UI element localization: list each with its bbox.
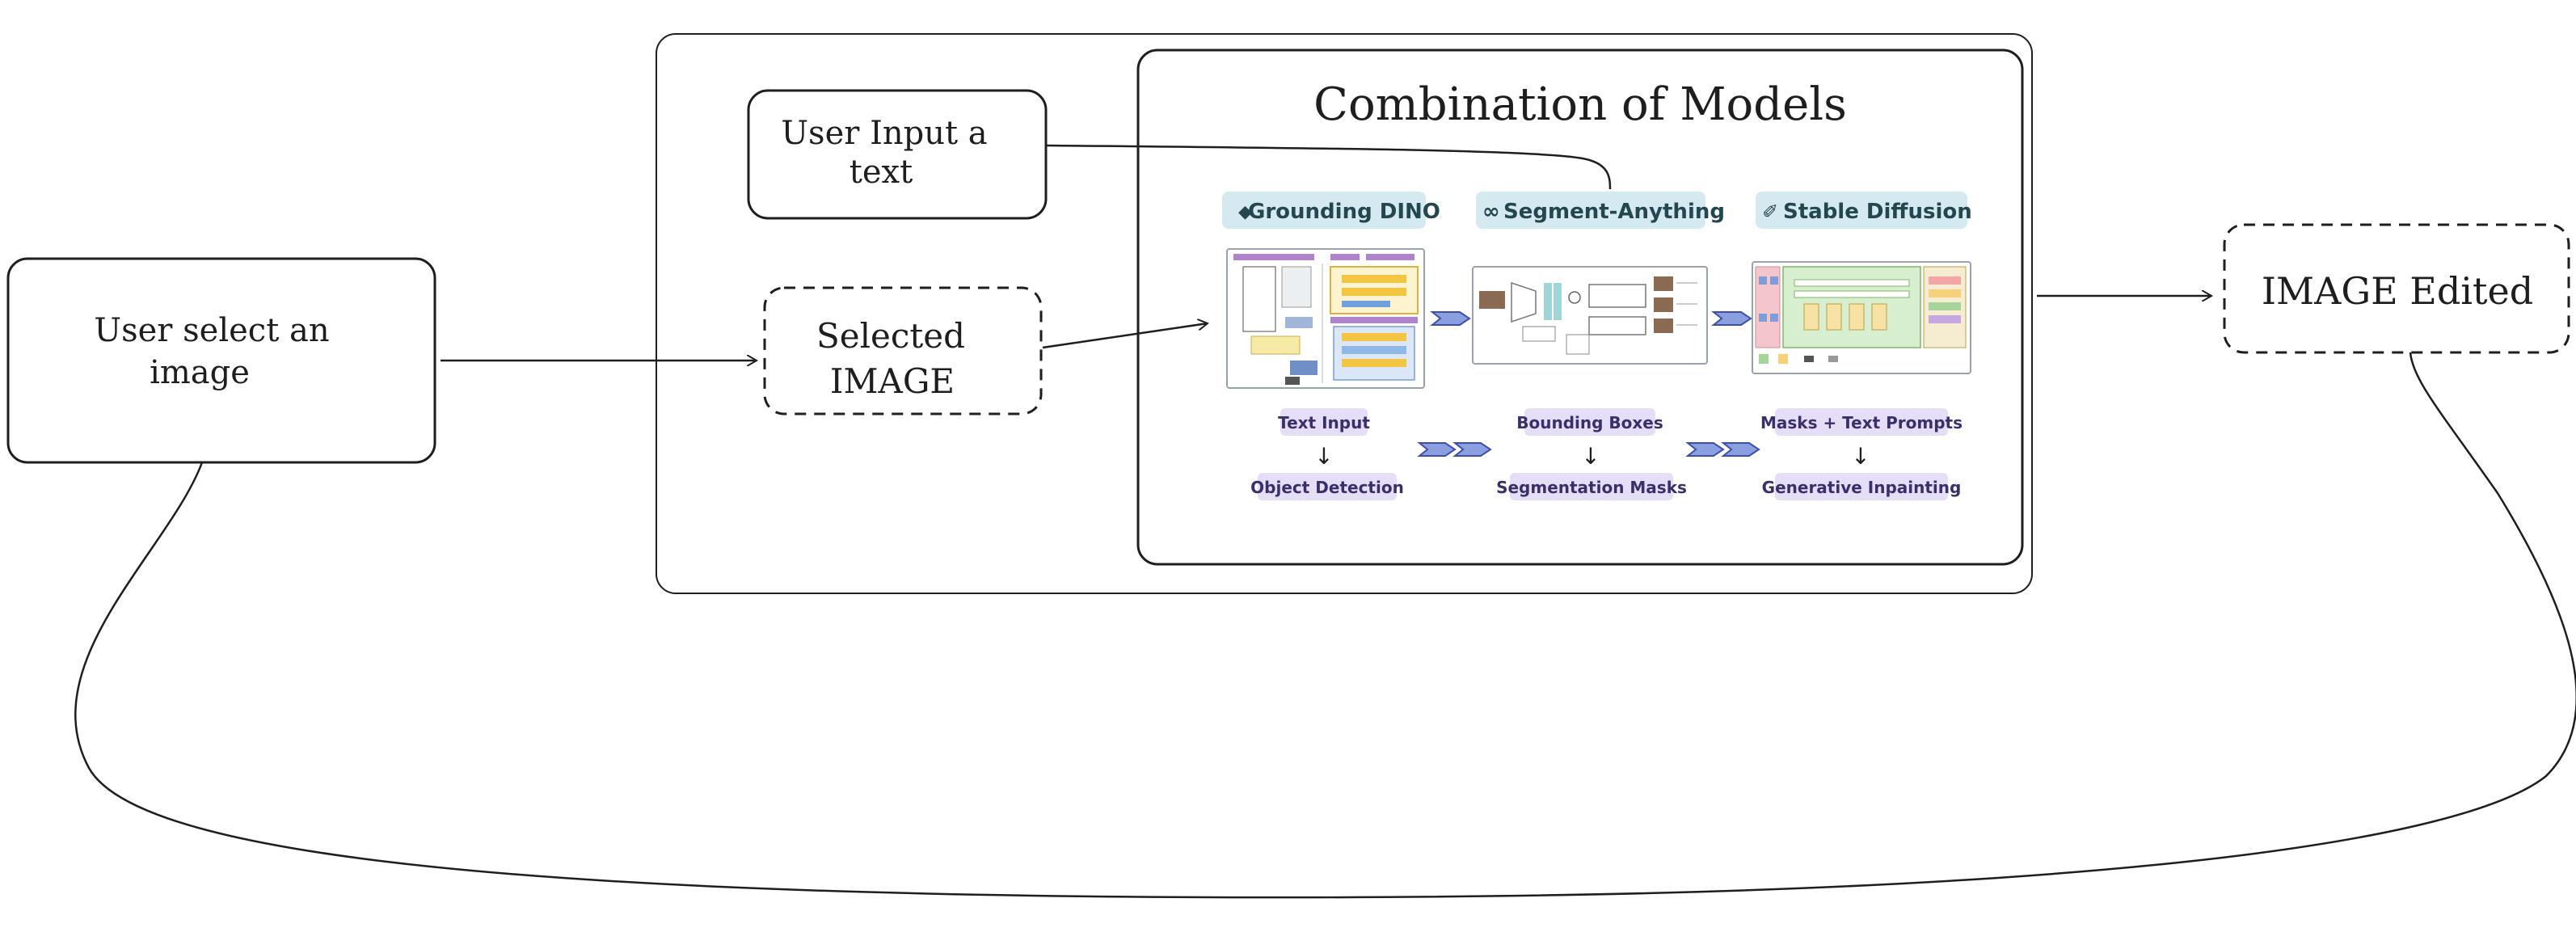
stable-diffusion-architecture-thumbnail <box>1752 261 1971 374</box>
double-chevron-icon <box>1685 442 1760 457</box>
model-pill-segment-anything: ∞ Segment-Anything <box>1476 192 1725 229</box>
infinity-icon: ∞ <box>1482 200 1500 224</box>
model-pill-stable-diffusion: ✐ Stable Diffusion <box>1756 192 1972 229</box>
svg-text:Segmentation Masks: Segmentation Masks <box>1496 478 1687 497</box>
selected-image-node <box>763 286 1043 415</box>
svg-text:Masks + Text Prompts: Masks + Text Prompts <box>1760 413 1963 432</box>
arrow-selected-to-models <box>1042 323 1208 349</box>
line-input-to-models <box>1045 144 1612 190</box>
double-chevron-icon <box>1417 442 1492 457</box>
down-arrow-icon: ↓ <box>1314 443 1333 470</box>
user-select-node <box>6 257 436 464</box>
svg-text:Bounding Boxes: Bounding Boxes <box>1516 413 1663 432</box>
user-input-node <box>747 89 1048 220</box>
chevron-arrow-icon <box>1430 311 1471 326</box>
step-pill-masks-text-prompts: Masks + Text Prompts <box>1760 408 1963 436</box>
selected-image-label-line1: Selected <box>816 316 965 356</box>
model-label-stable-diffusion: Stable Diffusion <box>1783 200 1972 224</box>
model-pill-grounding-dino: ◆ Grounding DINO <box>1222 192 1440 229</box>
image-edited-label: IMAGE Edited <box>2262 269 2533 313</box>
step-pill-object-detection: Object Detection <box>1250 473 1404 500</box>
down-arrow-icon: ↓ <box>1581 443 1600 470</box>
model-label-grounding-dino: Grounding DINO <box>1248 200 1440 224</box>
chevron-arrow-icon <box>1711 311 1752 326</box>
user-input-label-line1: User Input a <box>781 115 987 152</box>
step-pill-text-input: Text Input <box>1278 408 1370 436</box>
outer-container <box>656 33 2033 594</box>
step-pill-generative-inpainting: Generative Inpainting <box>1762 473 1962 500</box>
svg-text:Generative Inpainting: Generative Inpainting <box>1762 478 1962 497</box>
step-pill-segmentation-masks: Segmentation Masks <box>1496 473 1687 500</box>
user-select-label-line1: User select an <box>94 312 329 349</box>
user-select-label-line2: image <box>150 354 250 391</box>
grounding-dino-architecture-thumbnail <box>1226 248 1425 389</box>
combination-title: Combination of Models <box>1313 78 1847 131</box>
brush-icon: ✐ <box>1762 200 1778 223</box>
image-edited-node <box>2223 223 2570 354</box>
svg-text:Text Input: Text Input <box>1278 413 1370 432</box>
selected-image-label-line2: IMAGE <box>830 361 955 401</box>
feedback-loop-line <box>74 352 2576 899</box>
segment-anything-architecture-thumbnail <box>1472 266 1708 365</box>
user-input-label-line2: text <box>850 154 913 191</box>
diamond-icon: ◆ <box>1238 202 1252 222</box>
step-pill-bounding-boxes: Bounding Boxes <box>1516 408 1663 436</box>
svg-text:Object Detection: Object Detection <box>1250 478 1404 497</box>
model-label-segment-anything: Segment-Anything <box>1503 200 1725 224</box>
combination-box <box>1136 49 2024 566</box>
down-arrow-icon: ↓ <box>1851 443 1870 470</box>
